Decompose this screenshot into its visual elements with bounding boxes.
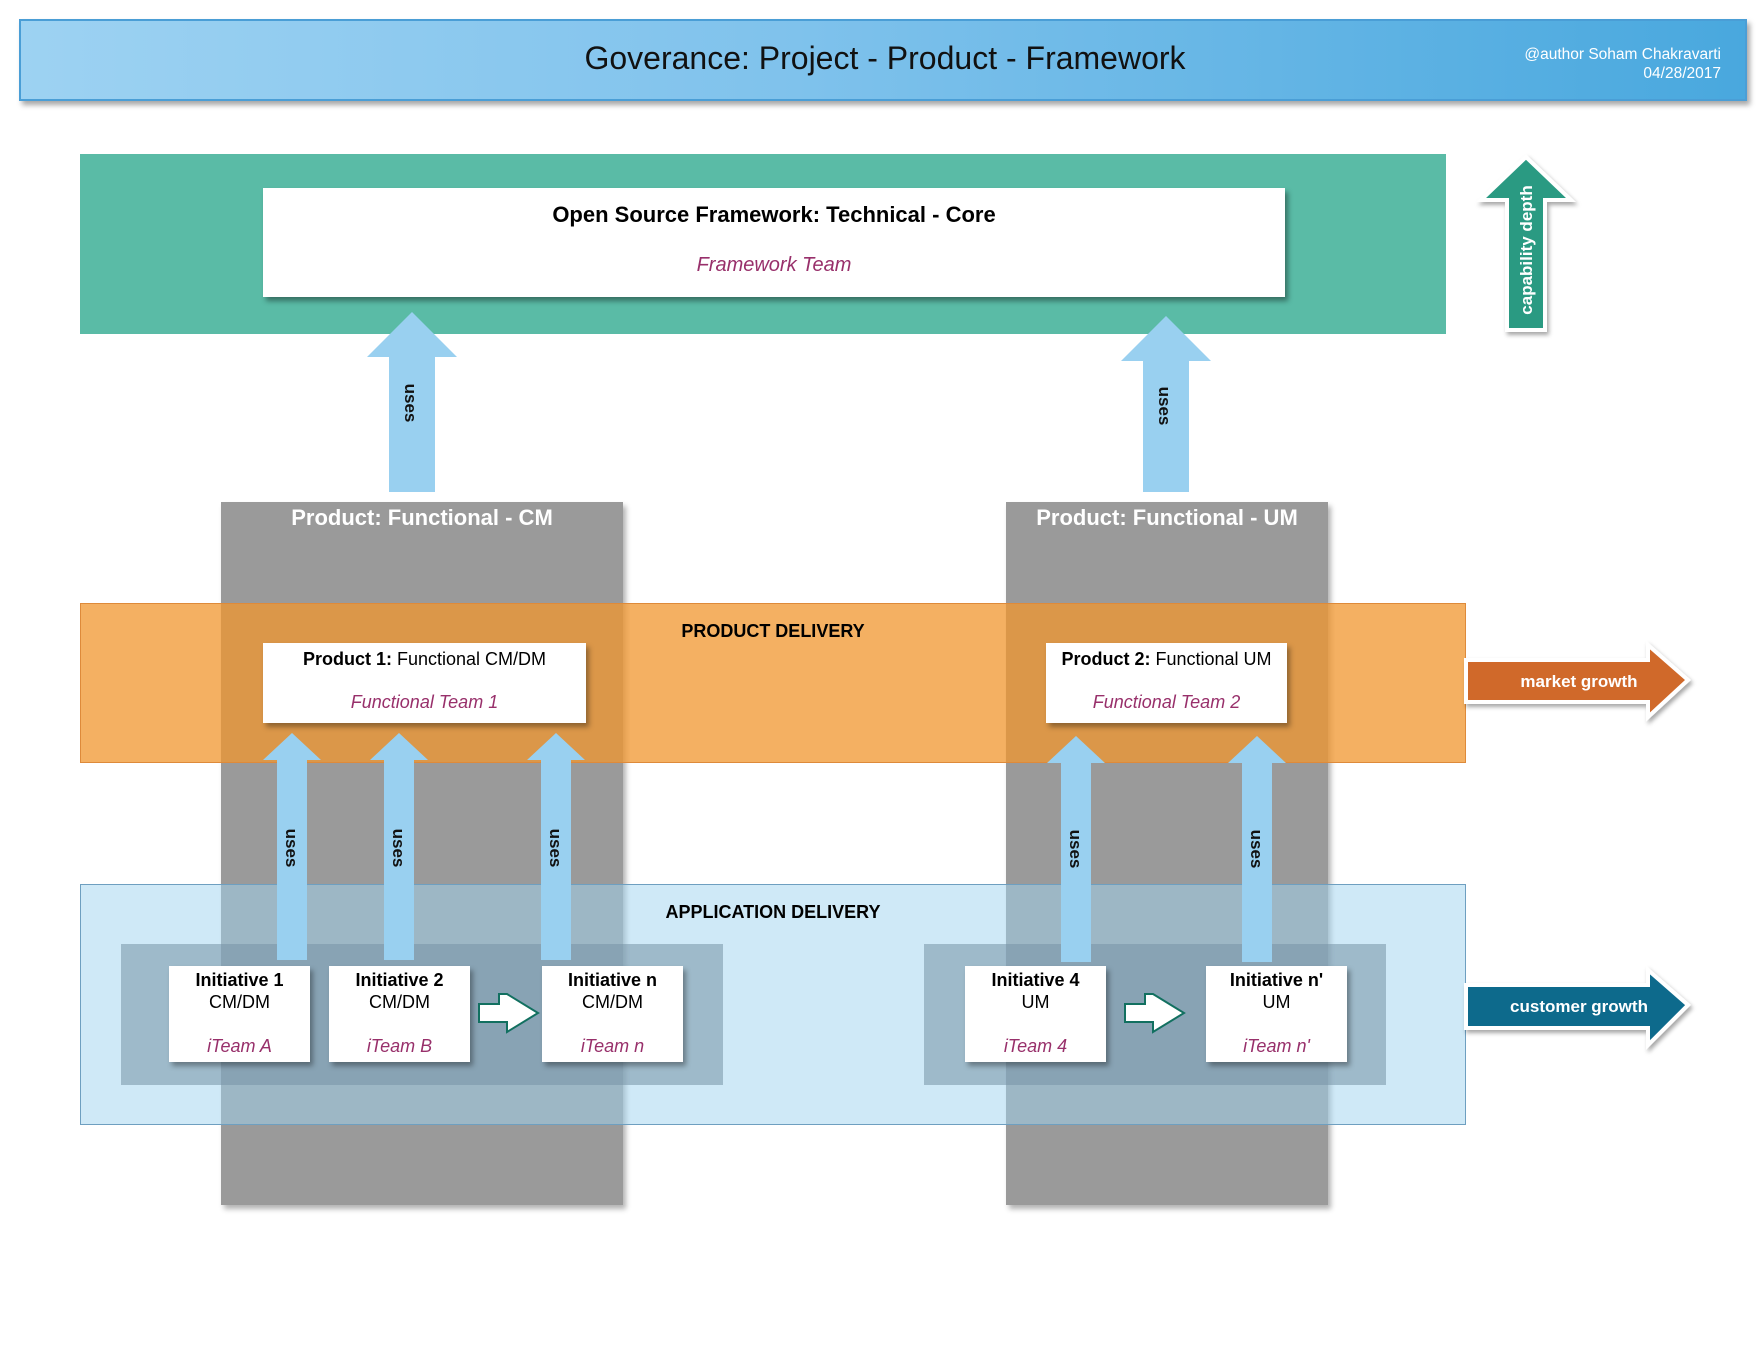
product-2-team: Functional Team 2 [1092, 692, 1241, 712]
product-column-cm-title: Product: Functional - CM [291, 505, 553, 530]
uses-arrow-um-to-framework [1121, 316, 1211, 492]
initiative-team: iTeam B [366, 1036, 433, 1056]
initiative-title: Initiative 2 [355, 970, 444, 990]
product-2-box: Product 2: Functional UM Functional Team… [1046, 643, 1287, 723]
initiative-title: Initiative 1 [195, 970, 284, 990]
next-initiative-arrow-cm [478, 993, 540, 1034]
author-name: @author Soham Chakravarti [1524, 46, 1721, 63]
uses-arrow-label: uses [1066, 830, 1085, 869]
capability-depth-label: capability depth [1517, 185, 1536, 314]
author-info: @author Soham Chakravarti 04/28/2017 [1524, 45, 1721, 83]
uses-arrow-label: uses [1247, 830, 1266, 869]
initiative-2-box: Initiative 2 CM/DM iTeam B [329, 966, 470, 1062]
product-1-box: Product 1: Functional CM/DM Functional T… [263, 643, 586, 723]
initiative-4-box: Initiative 4 UM iTeam 4 [965, 966, 1106, 1062]
initiative-scope: CM/DM [369, 992, 430, 1012]
uses-arrow-label: uses [389, 829, 408, 868]
product-delivery-title: PRODUCT DELIVERY [681, 621, 865, 641]
uses-arrow-initiative-n-prime [1228, 736, 1286, 962]
uses-arrow-label: uses [1155, 387, 1174, 426]
capability-depth-arrow [1476, 154, 1576, 332]
initiative-team: iTeam n' [1243, 1036, 1310, 1056]
uses-arrow-initiative-1 [263, 733, 321, 960]
initiative-scope: UM [1262, 992, 1291, 1012]
diagram-title: Goverance: Project - Product - Framework [584, 40, 1186, 76]
initiative-title: Initiative n' [1229, 970, 1324, 990]
initiative-team: iTeam A [207, 1036, 272, 1056]
initiative-scope: CM/DM [209, 992, 270, 1012]
framework-title: Open Source Framework: Technical - Core [552, 202, 996, 227]
uses-arrow-label: uses [282, 829, 301, 868]
initiative-1-box: Initiative 1 CM/DM iTeam A [169, 966, 310, 1062]
uses-arrow-initiative-2 [370, 733, 428, 960]
uses-arrow-label: uses [401, 384, 420, 423]
market-growth-label: market growth [1520, 672, 1637, 691]
product-1-team: Functional Team 1 [350, 692, 499, 712]
initiative-n-prime-box: Initiative n' UM iTeam n' [1206, 966, 1347, 1062]
initiative-team: iTeam n [580, 1036, 645, 1056]
framework-team: Framework Team [696, 254, 852, 276]
initiative-scope: UM [1021, 992, 1050, 1012]
product-1-title: Product 1: Functional CM/DM [302, 649, 547, 669]
uses-arrow-label: uses [546, 829, 565, 868]
initiative-team: iTeam 4 [1003, 1036, 1068, 1056]
initiative-title: Initiative n [567, 970, 657, 990]
framework-box: Open Source Framework: Technical - Core … [263, 188, 1285, 297]
title-banner: Goverance: Project - Product - Framework… [19, 19, 1747, 101]
author-date: 04/28/2017 [1643, 65, 1721, 82]
next-initiative-arrow-um [1124, 993, 1186, 1034]
uses-arrow-initiative-n [527, 733, 585, 960]
initiative-n-box: Initiative n CM/DM iTeam n [542, 966, 683, 1062]
uses-arrow-initiative-4 [1047, 736, 1105, 962]
application-delivery-title: APPLICATION DELIVERY [665, 902, 881, 922]
uses-arrow-cm-to-framework [367, 312, 457, 492]
product-2-title: Product 2: Functional UM [1061, 649, 1272, 669]
initiative-title: Initiative 4 [991, 970, 1080, 990]
market-growth-arrow [1464, 640, 1691, 722]
product-column-um-title: Product: Functional - UM [1036, 505, 1298, 530]
initiative-scope: CM/DM [582, 992, 643, 1012]
customer-growth-label: customer growth [1510, 997, 1648, 1016]
customer-growth-arrow [1464, 965, 1691, 1050]
